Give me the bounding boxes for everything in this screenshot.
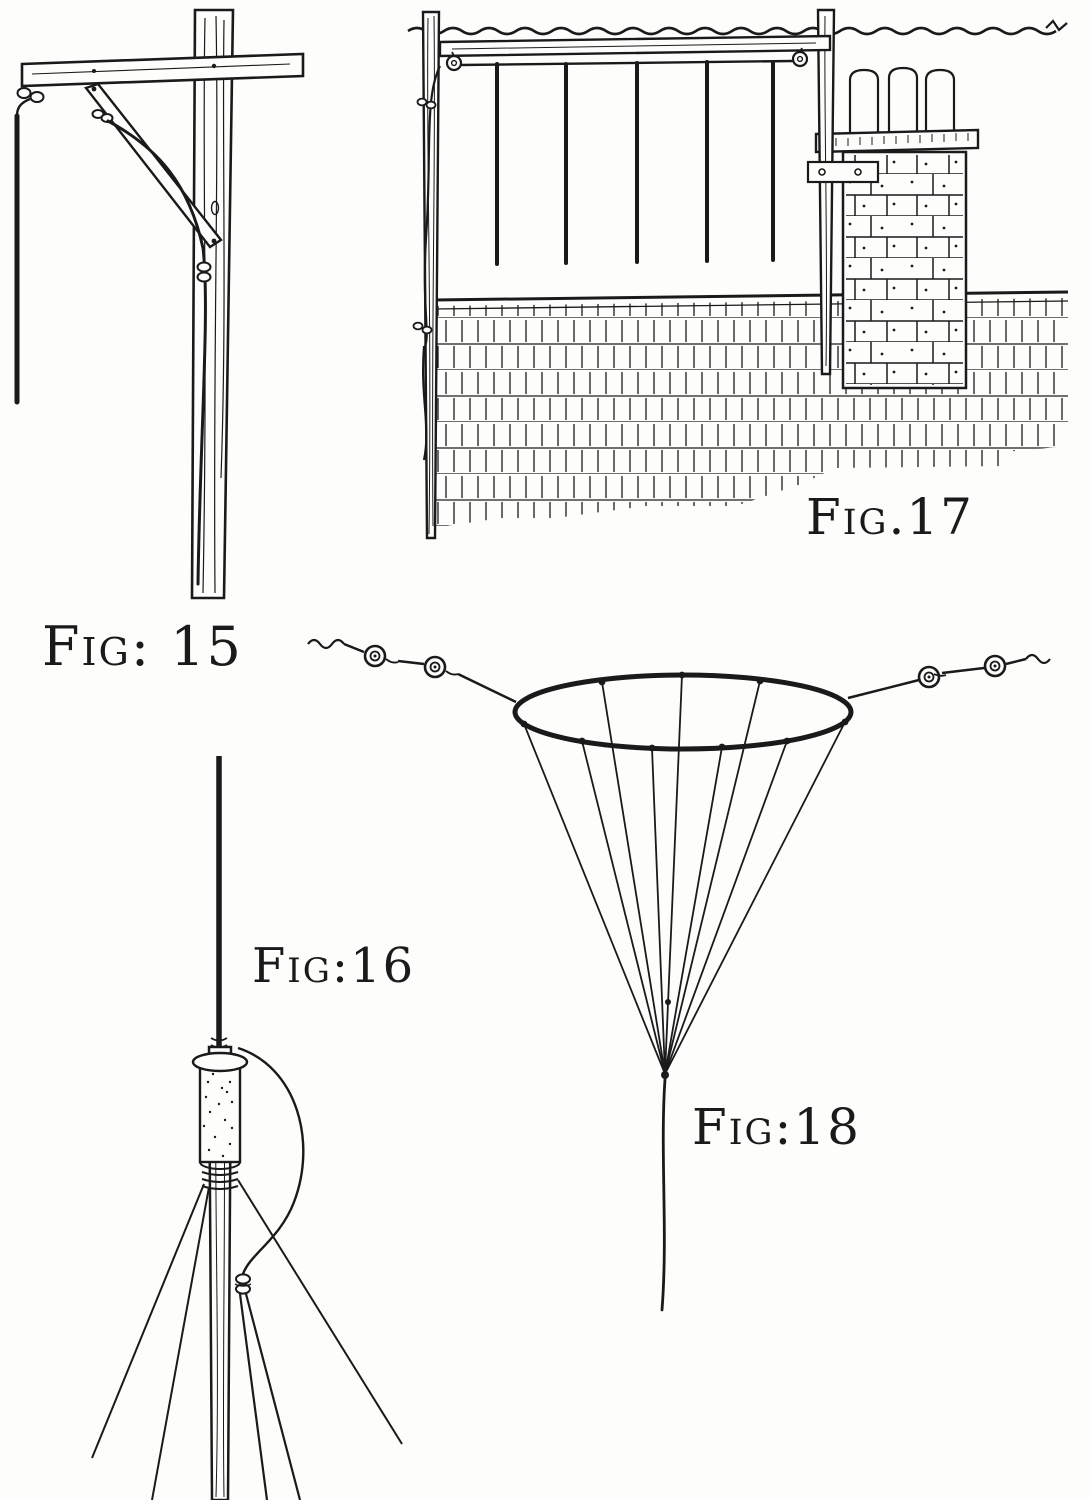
top-guy-rope: [407, 19, 1068, 36]
lead-wire: [106, 119, 207, 586]
mast-right: [816, 8, 836, 376]
fig17-drawing: [407, 8, 1069, 540]
chimney-bracket: [806, 160, 880, 184]
fig17-label: Fig.17: [806, 488, 974, 546]
guy-wires: [91, 1171, 403, 1500]
antenna-wires: [495, 60, 775, 266]
pulley-icon: [445, 47, 809, 72]
fig16-label: Fig:16: [252, 938, 416, 994]
pole-cleat-icon: [234, 1273, 252, 1295]
antenna-top-wire: [460, 59, 794, 67]
brace: [84, 82, 223, 249]
fig18-illustration: [302, 622, 1062, 1322]
insulator-stipple: [202, 1072, 234, 1158]
mast-left: [421, 10, 441, 540]
chimney-pot: [848, 68, 880, 140]
down-lead: [660, 1071, 669, 1312]
fig18-drawing: [307, 638, 1051, 1312]
egg-insulator-icon: [363, 644, 1007, 689]
lead-in-wire: [412, 65, 441, 461]
span-wire-right: [847, 653, 1051, 700]
converging-wires: [523, 674, 846, 1075]
crossarm: [20, 52, 305, 88]
span-wire-left: [307, 638, 517, 704]
fig16-illustration: [82, 752, 412, 1500]
fig15-illustration: [8, 8, 314, 604]
fig17-illustration: [406, 6, 1078, 546]
strain-insulator: [191, 1051, 249, 1170]
fig18-label: Fig:18: [692, 1098, 861, 1156]
fig15-label: Fig: 15: [42, 615, 243, 678]
spreader-bar: [438, 34, 832, 58]
antenna-hoop: [512, 671, 854, 752]
chimney-cap: [814, 128, 980, 154]
pole: [190, 8, 235, 600]
strain-insulator-icon: [15, 87, 45, 117]
chimney-pot: [924, 68, 956, 140]
chimney: [814, 66, 980, 390]
jumper-wire: [237, 1046, 305, 1500]
fig15-drawing: [14, 8, 305, 600]
fig16-drawing: [91, 756, 403, 1500]
pole-cleat-icon: [196, 261, 212, 283]
chimney-pot: [887, 66, 919, 140]
antenna-rod: [210, 756, 228, 1049]
